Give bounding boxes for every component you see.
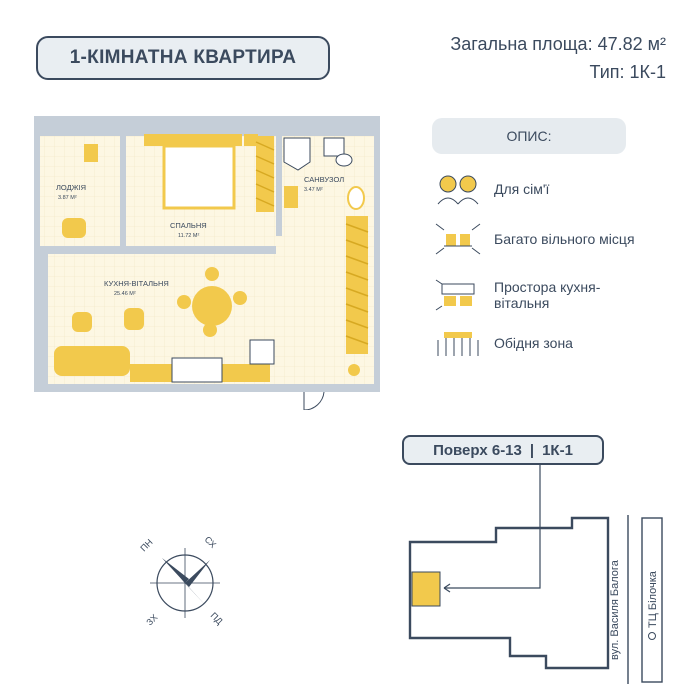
apartment-highlight xyxy=(411,571,441,607)
family-icon xyxy=(437,175,479,205)
mall-label: ТЦ Білочка xyxy=(647,570,659,628)
feature-space: Багато вільного місця xyxy=(434,222,664,256)
feature-dining: Обідня зона xyxy=(434,326,664,360)
compass-nw: ПН xyxy=(138,537,154,553)
feature-kitchen-living-text: Простора кухня-вітальня xyxy=(494,279,601,311)
feature-dining-text: Обідня зона xyxy=(494,335,573,351)
site-plan: вул. Василя Балога ТЦ Білочка xyxy=(408,465,663,684)
apartment-type: Тип: 1К-1 xyxy=(589,62,666,82)
feature-space-text: Багато вільного місця xyxy=(494,231,635,247)
room-bedroom-area: 11.72 М² xyxy=(178,233,199,239)
room-kitchen-living-area: 25.46 М² xyxy=(114,291,136,297)
room-bathroom: САНВУЗОЛ xyxy=(304,175,344,184)
feature-family-text: Для сім'ї xyxy=(494,181,550,197)
room-kitchen-living: КУХНЯ-ВІТАЛЬНЯ xyxy=(104,279,169,288)
compass-ne: СХ xyxy=(203,534,219,550)
building-outline xyxy=(408,516,610,670)
floor-badge: Поверх 6-13 | 1К-1 xyxy=(402,435,604,465)
compass-rose: ПН СХ ЗХ ПД xyxy=(138,534,225,627)
feature-kitchen-living: Простора кухня-вітальня xyxy=(434,278,664,312)
room-loggia-area: 3.87 М² xyxy=(58,195,77,201)
room-bathroom-area: 3.47 М² xyxy=(304,187,323,193)
title-text: 1-КІМНАТНА КВАРТИРА xyxy=(69,47,297,68)
floor-separator: | xyxy=(529,441,535,459)
description-header: ОПИС: xyxy=(432,118,626,154)
street-label: вул. Василя Балога xyxy=(609,559,621,660)
feature-family: Для сім'ї xyxy=(434,172,664,206)
total-area: Загальна площа: 47.82 м² xyxy=(450,34,666,54)
room-loggia: ЛОДЖІЯ xyxy=(56,183,86,192)
floor-type: 1К-1 xyxy=(542,441,573,459)
compass-se: ПД xyxy=(209,610,225,626)
floor-plan: ЛОДЖІЯ 3.87 М² СПАЛЬНЯ 11.72 М² САНВУЗОЛ… xyxy=(34,116,380,410)
room-bedroom: СПАЛЬНЯ xyxy=(170,221,207,230)
space-icon xyxy=(435,223,481,255)
floor-label: Поверх 6-13 xyxy=(433,441,522,459)
dining-icon xyxy=(437,332,479,356)
page-title: 1-КІМНАТНА КВАРТИРА xyxy=(36,36,330,80)
description-header-text: ОПИС: xyxy=(506,128,552,144)
kitchen-living-icon xyxy=(435,279,475,311)
location-pin-icon xyxy=(648,632,656,640)
compass-sw: ЗХ xyxy=(144,612,159,627)
